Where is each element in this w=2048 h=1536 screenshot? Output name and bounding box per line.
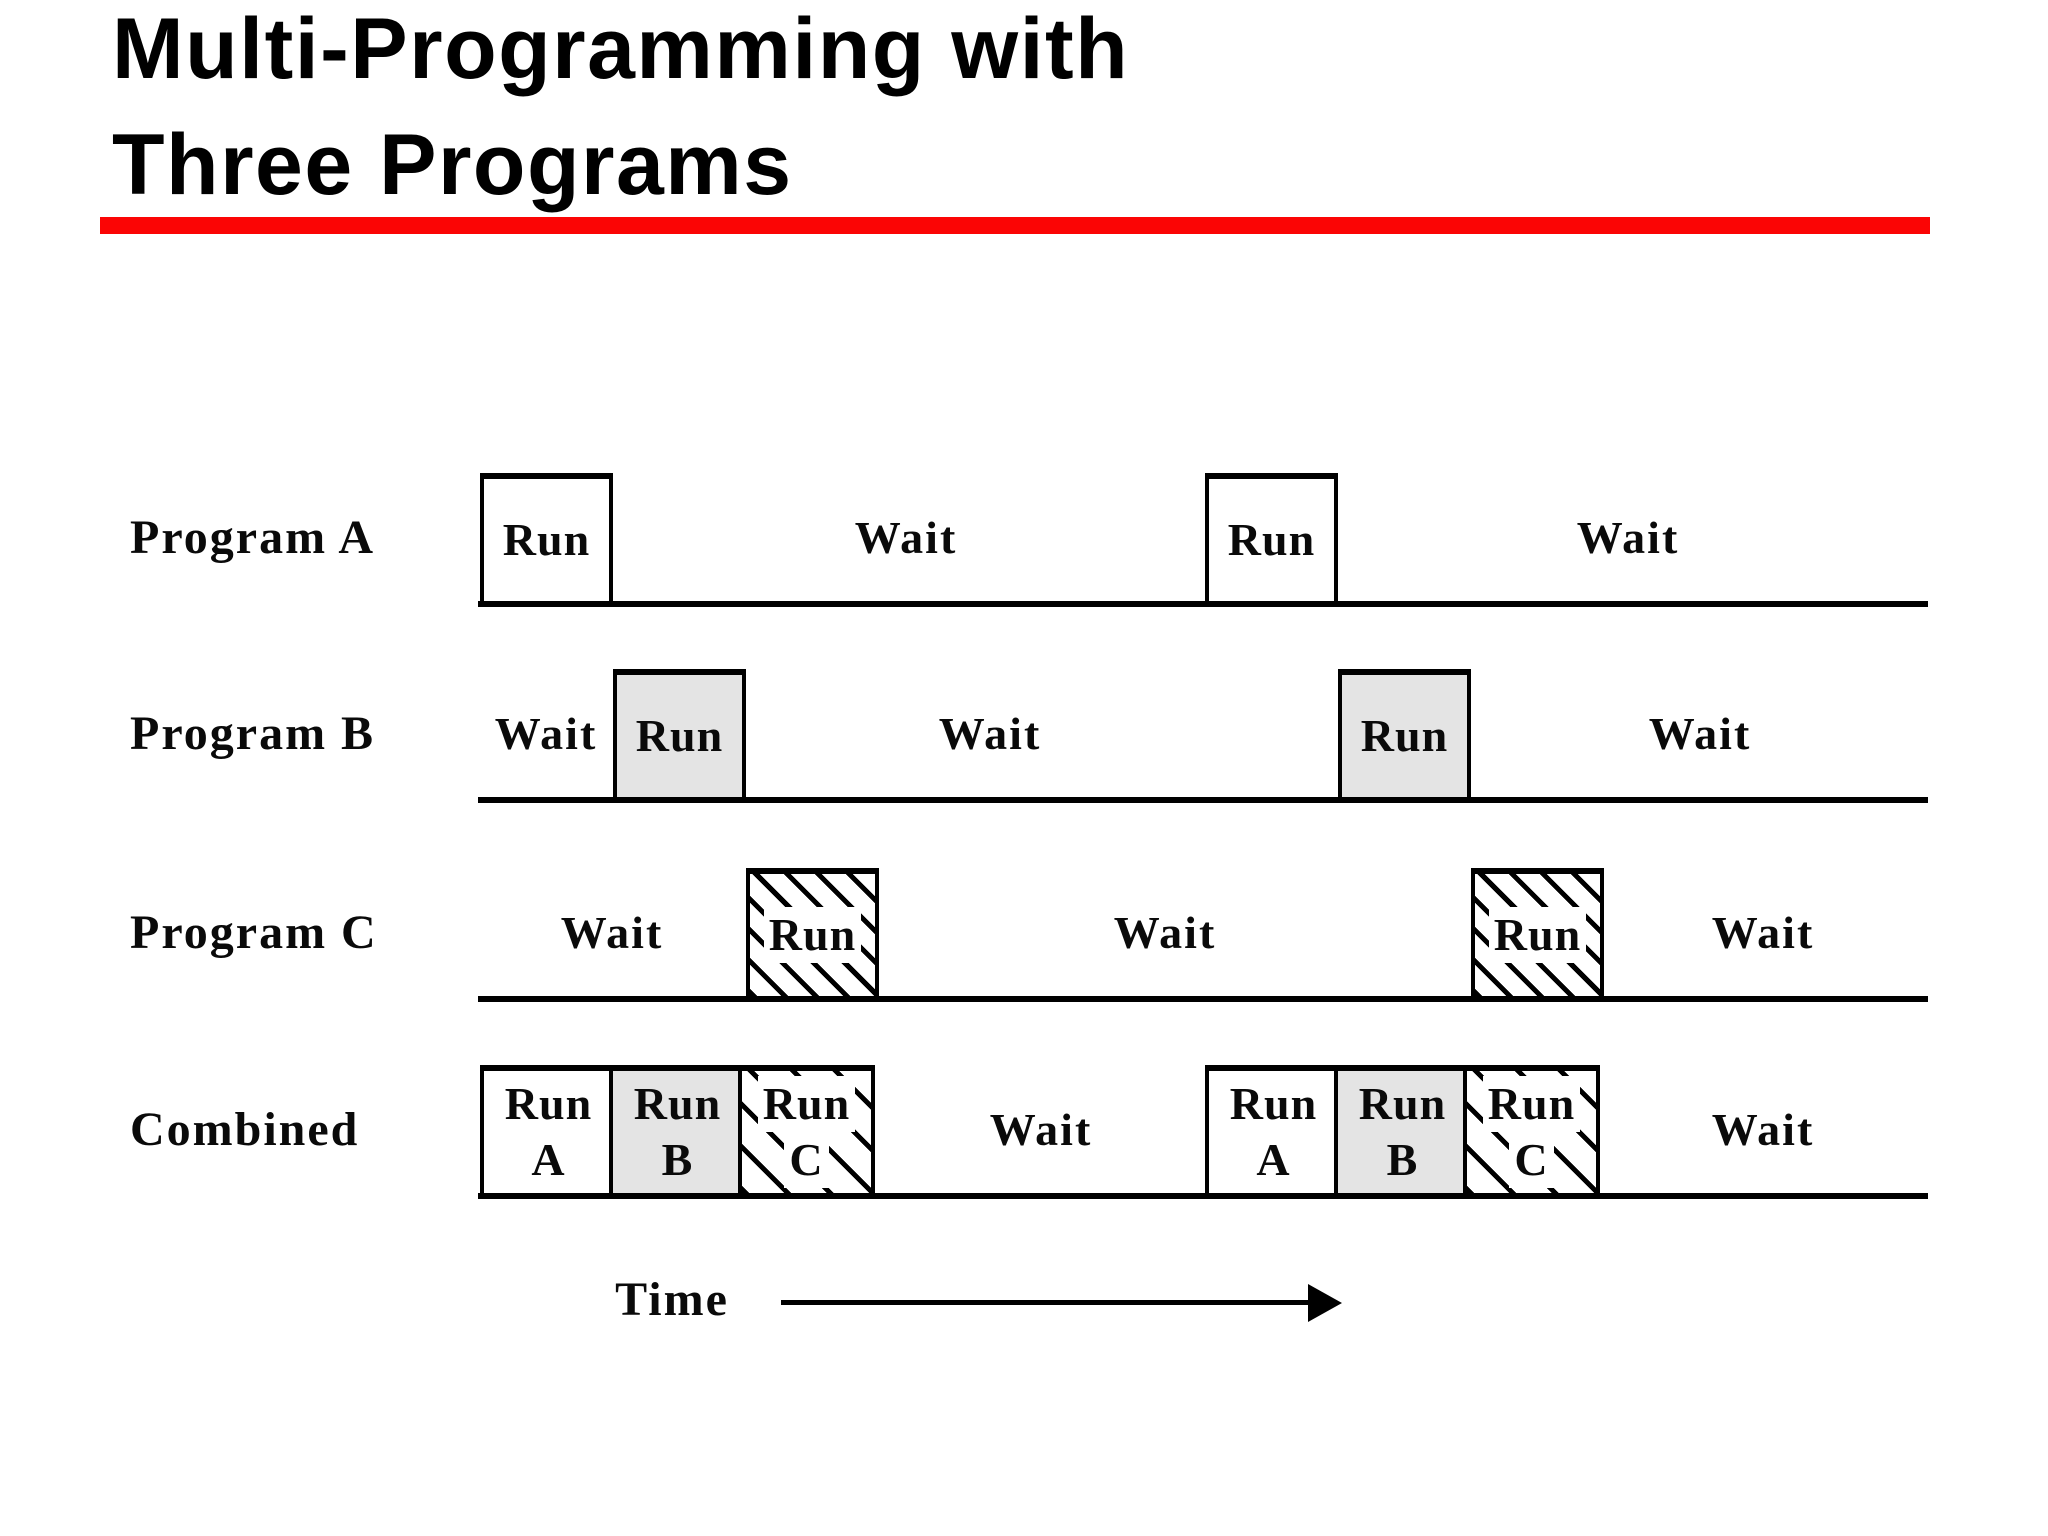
- timeline-baseline-combined: [478, 1193, 1928, 1199]
- combined-box-run-c-1: Run C: [738, 1065, 875, 1197]
- slide-title: Multi-Programming with Three Programs: [112, 0, 1129, 223]
- row-label-program-a: Program A: [130, 510, 376, 564]
- wait-label-program-a-1: Wait: [854, 511, 958, 563]
- run-box-label: Run: [1488, 907, 1587, 963]
- row-label-program-c: Program C: [130, 905, 378, 959]
- time-arrow-head-icon: [1308, 1284, 1342, 1322]
- wait-label-combined-2: Wait: [1711, 1103, 1815, 1155]
- run-box-label: Run: [502, 514, 591, 565]
- run-box-label: Run: [1229, 1078, 1318, 1129]
- run-box-sublabel: C: [784, 1132, 829, 1188]
- wait-label-program-a-2: Wait: [1576, 511, 1680, 563]
- combined-box-run-a-2: Run A: [1205, 1065, 1342, 1197]
- run-box-label: Run: [1360, 710, 1449, 761]
- run-box-program-a-1: Run: [480, 473, 613, 605]
- wait-label-combined-1: Wait: [989, 1103, 1093, 1155]
- combined-box-run-b-2: Run B: [1334, 1065, 1471, 1197]
- row-label-program-b: Program B: [130, 706, 376, 760]
- title-line-2: Three Programs: [112, 117, 793, 213]
- run-box-label: Run: [1482, 1076, 1581, 1132]
- combined-box-run-b-1: Run B: [609, 1065, 746, 1197]
- run-box-label: Run: [504, 1078, 593, 1129]
- run-box-sublabel: B: [1386, 1134, 1419, 1185]
- combined-box-run-c-2: Run C: [1463, 1065, 1600, 1197]
- wait-label-program-c-1: Wait: [560, 906, 664, 958]
- time-arrow-line: [781, 1300, 1311, 1305]
- run-box-sublabel: A: [1256, 1134, 1291, 1185]
- run-box-program-a-2: Run: [1205, 473, 1338, 605]
- title-underline: [100, 217, 1930, 234]
- wait-label-program-c-2: Wait: [1113, 906, 1217, 958]
- time-axis-label: Time: [615, 1272, 729, 1326]
- timeline-baseline-program-a: [478, 601, 1928, 607]
- run-box-program-b-2: Run: [1338, 669, 1471, 801]
- wait-label-program-b-3: Wait: [1648, 707, 1752, 759]
- run-box-label: Run: [763, 907, 862, 963]
- wait-label-program-b-2: Wait: [938, 707, 1042, 759]
- combined-box-run-a-1: Run A: [480, 1065, 617, 1197]
- run-box-label: Run: [635, 710, 724, 761]
- run-box-sublabel: C: [1509, 1132, 1554, 1188]
- run-box-program-b-1: Run: [613, 669, 746, 801]
- row-label-combined: Combined: [130, 1102, 360, 1156]
- wait-label-program-c-3: Wait: [1711, 906, 1815, 958]
- timeline-baseline-program-c: [478, 996, 1928, 1002]
- run-box-sublabel: B: [661, 1134, 694, 1185]
- run-box-sublabel: A: [531, 1134, 566, 1185]
- run-box-label: Run: [757, 1076, 856, 1132]
- title-line-1: Multi-Programming with: [112, 1, 1130, 97]
- timeline-baseline-program-b: [478, 797, 1928, 803]
- run-box-label: Run: [1227, 514, 1316, 565]
- wait-label-program-b-1: Wait: [494, 707, 598, 759]
- run-box-program-c-2: Run: [1471, 868, 1604, 1000]
- run-box-program-c-1: Run: [746, 868, 879, 1000]
- run-box-label: Run: [633, 1078, 722, 1129]
- run-box-label: Run: [1358, 1078, 1447, 1129]
